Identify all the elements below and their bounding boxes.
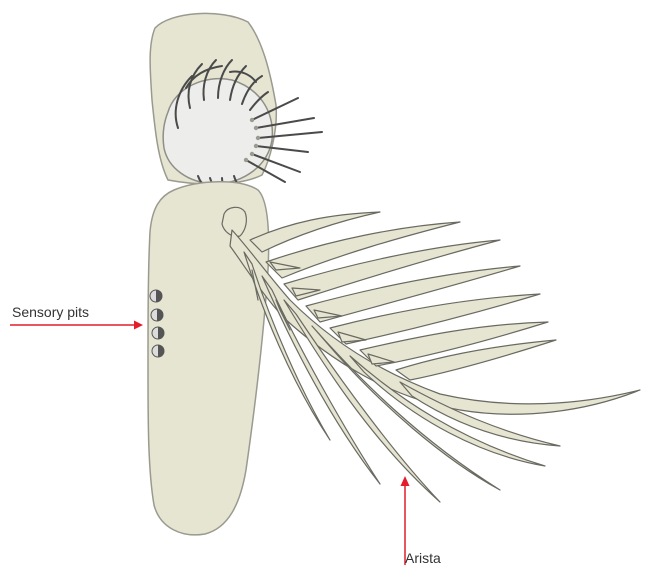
arista-label: Arista <box>405 550 441 566</box>
sensory-pits-label: Sensory pits <box>12 304 89 320</box>
arista <box>222 207 640 502</box>
sensory-pit <box>150 290 162 302</box>
sensory-pit <box>152 327 164 339</box>
sensory-pit <box>152 345 164 357</box>
sensory-pit <box>151 309 163 321</box>
sensory-pits-arrow <box>10 321 143 330</box>
third-antennal-segment <box>148 182 269 535</box>
